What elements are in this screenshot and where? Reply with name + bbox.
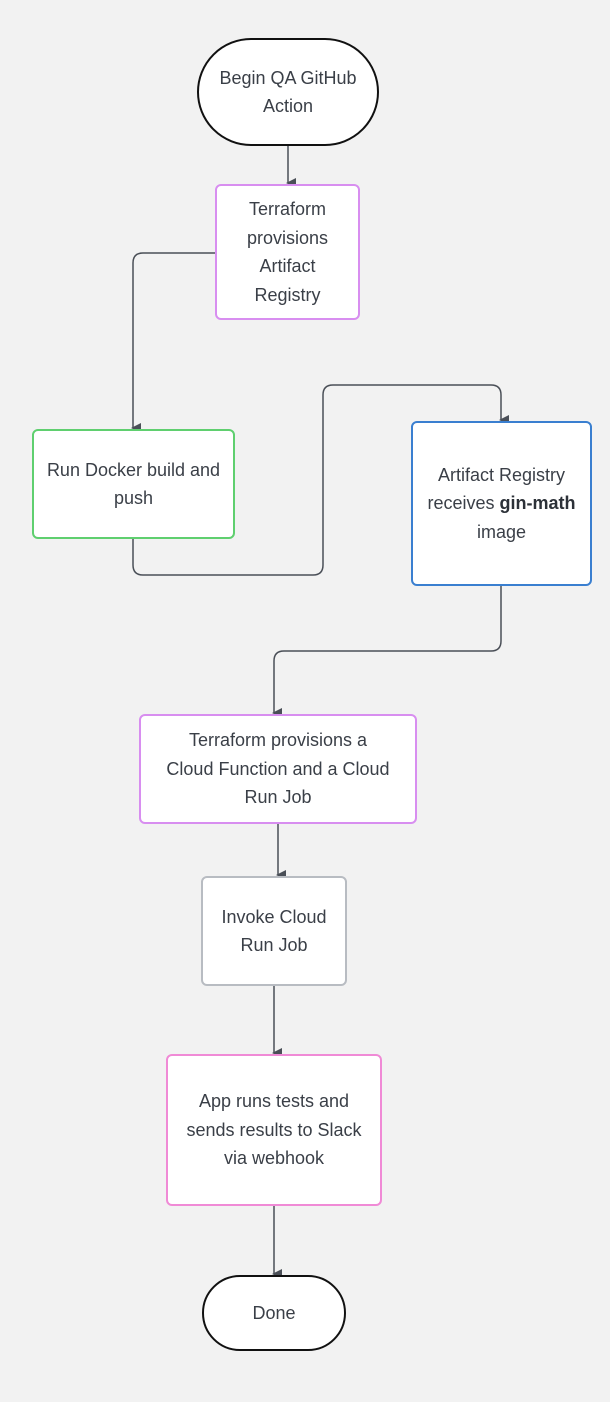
- registry-receives-label-bold: gin-math: [499, 493, 576, 514]
- app-tests-node: App runs tests and sends results to Slac…: [166, 1054, 382, 1206]
- invoke-node: Invoke Cloud Run Job: [201, 876, 347, 986]
- registry-receives-label-post: image: [476, 521, 527, 542]
- done-node: Done: [202, 1275, 346, 1351]
- app-tests-node-label: App runs tests and sends results to Slac…: [186, 1091, 362, 1169]
- terraform-function-node: Terraform provisions a Cloud Function an…: [139, 714, 417, 824]
- registry-receives-node: Artifact Registry receives gin-math imag…: [411, 421, 592, 586]
- edge-registry-receives-to-terraform-function: [272, 585, 502, 718]
- done-node-label: Done: [252, 1302, 296, 1323]
- begin-node: Begin QA GitHub Action: [197, 38, 379, 146]
- registry-receives-node-label: Artifact Registry receives gin-math imag…: [427, 461, 576, 547]
- terraform-registry-node-label: Terraform provisions Artifact Registry: [246, 199, 329, 305]
- terraform-registry-node: Terraform provisions Artifact Registry: [215, 184, 360, 320]
- terraform-function-node-label: Terraform provisions a Cloud Function an…: [166, 730, 390, 808]
- docker-node: Run Docker build and push: [32, 429, 235, 539]
- edge-docker-to-registry-receives: [132, 384, 509, 576]
- begin-node-label: Begin QA GitHub Action: [219, 67, 357, 117]
- edge-terraform-registry-to-docker: [131, 252, 216, 433]
- docker-node-label: Run Docker build and push: [46, 459, 221, 509]
- registry-receives-label-pre: Artifact Registry receives: [427, 464, 566, 514]
- invoke-node-label: Invoke Cloud Run Job: [221, 906, 327, 956]
